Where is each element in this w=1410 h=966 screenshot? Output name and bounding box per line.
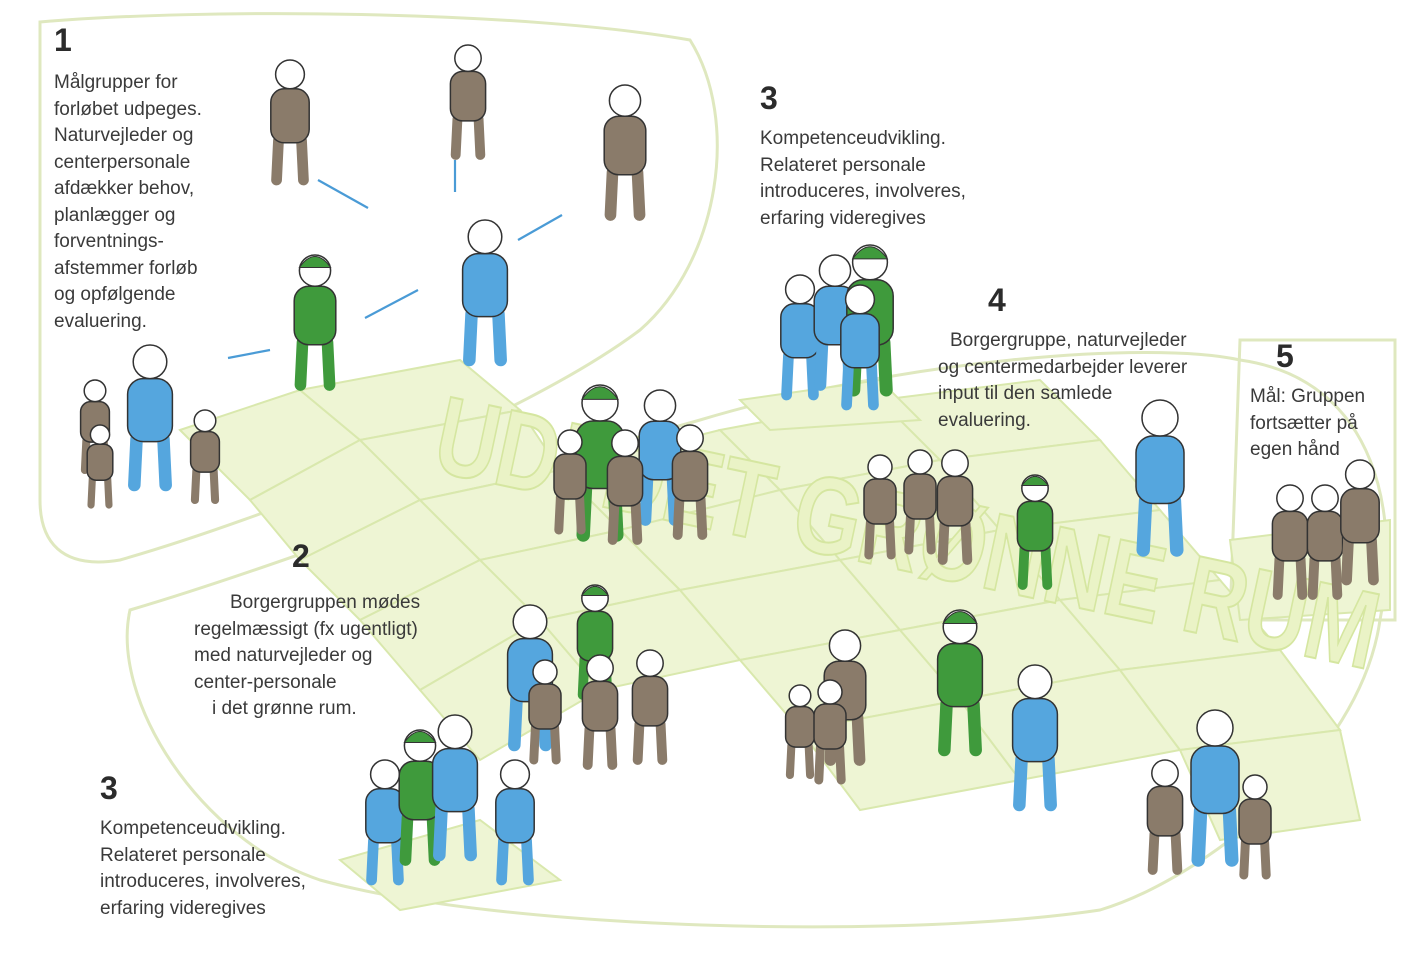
figure-layer (79, 44, 1380, 886)
person-figure (189, 409, 221, 505)
person-figure (780, 274, 820, 401)
step-5-line: egen hånd (1250, 439, 1340, 460)
step-3-top-number: 3 (760, 80, 778, 116)
person-figure (1238, 774, 1272, 880)
step-1-line: planlægger og (54, 204, 176, 226)
step-3-top-line: Kompetenceudvikling. (760, 128, 946, 149)
person-figure (1190, 709, 1240, 867)
step-3-bottom-text: Kompetenceudvikling. Relateret personale… (100, 816, 306, 922)
person-figure (840, 284, 880, 411)
step-3-bottom-line: erfaring videregives (100, 897, 266, 919)
person-figure (126, 344, 174, 492)
step-2-text: Borgergruppen mødes regelmæssigt (fx uge… (194, 590, 420, 723)
person-figure (606, 429, 644, 545)
person-figure (631, 649, 669, 765)
step-1-line: afdækker behov, (54, 178, 195, 199)
step-5-number: 5 (1276, 338, 1294, 374)
person-figure (1135, 399, 1185, 557)
step-2-number: 2 (292, 538, 310, 574)
person-figure (431, 714, 479, 862)
step-3-bottom-number: 3 (100, 770, 118, 806)
step-3-top-line: introduceres, involveres, (760, 181, 966, 202)
zone-outline-5 (1228, 338, 1397, 622)
person-figure (449, 44, 487, 160)
step-5-line: fortsætter på (1250, 412, 1358, 434)
person-figure (1340, 459, 1380, 586)
step-1-number: 1 (54, 22, 72, 58)
step-3-top-line: erfaring videregives (760, 207, 926, 229)
arrow-1 (317, 179, 369, 209)
step-1-line: og opfølgende (54, 284, 176, 305)
arrow-4 (364, 289, 419, 319)
person-figure (293, 254, 337, 391)
person-figure (461, 219, 509, 367)
step-2-line: center-personale (194, 671, 337, 693)
zone-outline-1 (38, 12, 719, 564)
step-5-text: Mål: Gruppen fortsætter på egen hånd (1250, 384, 1365, 464)
step-4-line: og centermedarbejder leverer (938, 356, 1188, 378)
step-1-line: evaluering. (54, 310, 147, 332)
step-3-top-line: Relateret personale (760, 154, 926, 176)
person-figure (270, 59, 310, 186)
arrows (227, 160, 563, 360)
arrow-5 (227, 348, 271, 360)
step-3-top-text: Kompetenceudvikling. Relateret personale… (760, 126, 966, 232)
step-1-line: forventnings- (54, 231, 164, 252)
step-4-text: Borgergruppe, naturvejleder og centermed… (938, 328, 1187, 434)
person-figure (365, 759, 405, 886)
person-figure (936, 609, 984, 757)
step-4-line: evaluering. (938, 409, 1031, 431)
step-3-bottom-line: Kompetenceudvikling. (100, 818, 286, 839)
step-3-bottom-line: introduceres, involveres, (100, 871, 306, 892)
arrow-3 (517, 214, 563, 241)
step-5-line: Mål: Gruppen (1250, 386, 1366, 407)
person-figure (1271, 484, 1309, 600)
step-4-line: Borgergruppe, naturvejleder (950, 330, 1187, 351)
step-1-text: Målgrupper for forløbet udpeges. Naturve… (54, 70, 202, 335)
step-4-line: input til den samlede (938, 383, 1113, 404)
step-1-line: forløbet udpeges. (54, 98, 202, 120)
step-2-line: Borgergruppen mødes (230, 592, 421, 613)
person-figure (1016, 474, 1054, 590)
person-figure (903, 449, 937, 555)
person-figure (813, 679, 847, 785)
person-figure (581, 654, 619, 770)
person-figure (936, 449, 974, 565)
step-1-line: afstemmer forløb (54, 257, 198, 279)
person-figure (784, 684, 816, 780)
step-1-line: Målgrupper for (54, 72, 178, 93)
step-4-number: 4 (988, 282, 1006, 318)
step-2-line: med naturvejleder og (194, 645, 373, 666)
person-figure (863, 454, 897, 560)
person-figure (1146, 759, 1184, 875)
person-figure (1011, 664, 1059, 812)
person-figure (603, 84, 647, 221)
step-1-line: Naturvejleder og (54, 125, 194, 146)
person-figure (1306, 484, 1344, 600)
person-figure (528, 659, 562, 765)
person-figure (671, 424, 709, 540)
person-figure (86, 424, 114, 509)
step-2-line: i det grønne rum. (212, 698, 357, 719)
person-figure (495, 759, 535, 886)
step-1-line: centerpersonale (54, 151, 191, 173)
person-figure (553, 429, 587, 535)
step-2-line: regelmæssigt (fx ugentligt) (194, 618, 418, 640)
step-3-bottom-line: Relateret personale (100, 844, 266, 866)
